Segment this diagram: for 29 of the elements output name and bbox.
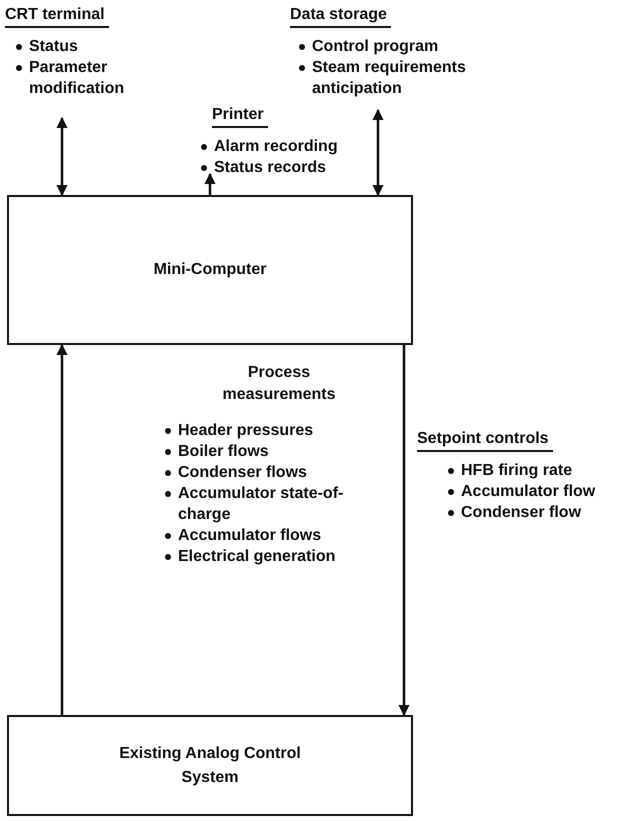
bullet-item: Electrical generation — [164, 546, 364, 567]
heading: CRT terminal — [5, 4, 109, 28]
arrow — [372, 108, 384, 196]
bullet-item: Header pressures — [164, 420, 364, 441]
bullet-item: Condenser flows — [164, 462, 364, 483]
bullet-item: Accumulator state-of-charge — [164, 483, 364, 525]
heading: Setpoint controls — [417, 428, 553, 452]
arrow — [56, 116, 68, 196]
bullet-item: HFB firing rate — [447, 460, 641, 481]
arrow — [398, 345, 410, 716]
bullet-item: Accumulator flow — [447, 481, 641, 502]
box-label: Existing Analog Control System — [118, 744, 302, 788]
heading: Data storage — [290, 4, 391, 28]
bullet-item: Status records — [200, 157, 360, 178]
bullet-item: Alarm recording — [200, 136, 360, 157]
bullet-item: Steam requirements anticipation — [298, 57, 518, 99]
box-label: Mini-Computer — [154, 260, 266, 280]
process-box — [7, 715, 413, 816]
bullet-item: Condenser flow — [447, 502, 641, 523]
bullet-item: Status — [15, 36, 165, 57]
bullet-item: Accumulator flows — [164, 525, 364, 546]
heading: Process measurements — [222, 363, 336, 405]
bullet-item: Control program — [298, 36, 518, 57]
arrow — [56, 344, 68, 715]
bullet-item: Parameter modification — [15, 57, 165, 99]
bullet-item: Boiler flows — [164, 441, 364, 462]
process-box — [7, 195, 413, 345]
arrow — [204, 172, 216, 195]
heading: Printer — [212, 104, 268, 128]
